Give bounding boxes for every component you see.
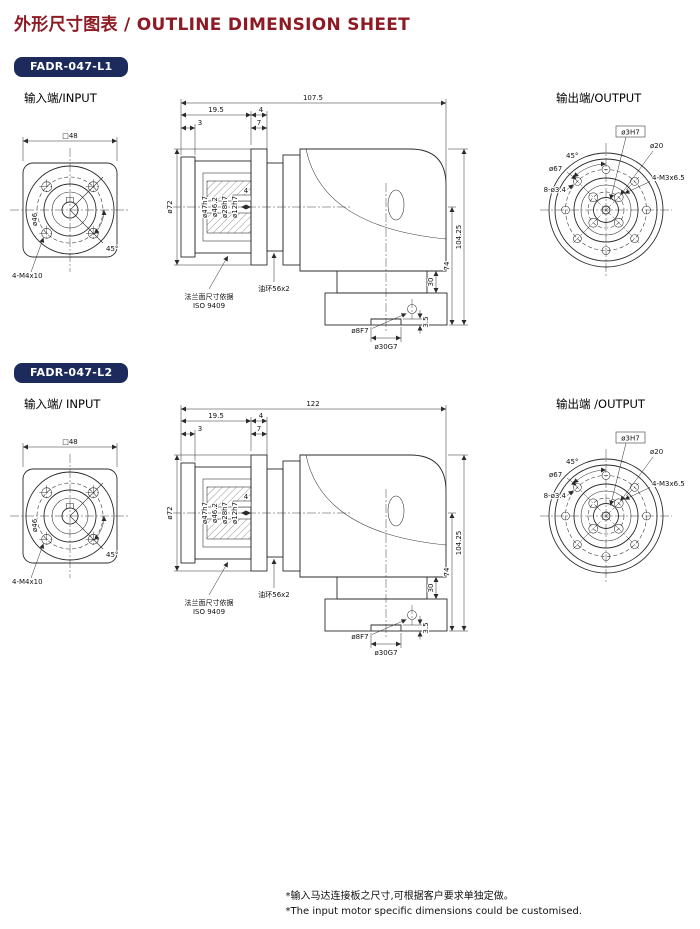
input-view: □48 ø46 4-M4x10 45° [10, 437, 130, 587]
dim-height-74: 74 [443, 567, 451, 576]
dim-total-length: 107.5 [303, 94, 323, 102]
dim-square-48: □48 [62, 438, 78, 446]
dim-3: 3 [198, 425, 202, 433]
dim-angle-45: 45° [106, 551, 118, 559]
dim-bolt-spec: 4-M4x10 [12, 578, 43, 586]
page-title: 外形尺寸图表 / OUTLINE DIMENSION SHEET [14, 15, 411, 35]
dim-bolt-circle-dia: ø46 [31, 518, 39, 532]
dim-dia-67: ø67 [549, 471, 562, 479]
dim-angle-45: 45° [566, 152, 578, 160]
side-view: 122 19.5 4 3 7 ø72 ø47h7 ø46.2 ø28h7 ø12… [165, 399, 468, 658]
gearbox-outline [180, 454, 448, 632]
dim-depth-3-5: 3.5 [422, 622, 430, 633]
output-view-label: 输出端 /OUTPUT [556, 397, 646, 411]
dim-dia-20: ø20 [650, 448, 663, 456]
dim-4: 4 [259, 412, 264, 420]
dim-holes-8-3-4: 8-ø3.4 [544, 186, 567, 194]
dim-total-length: 122 [306, 400, 319, 408]
dim-angle-45: 45° [566, 458, 578, 466]
dimension-drawing: 输入端/INPUT 输出端/OUTPUT [10, 91, 686, 352]
tapped-holes [588, 498, 624, 534]
dim-depth-3-5: 3.5 [422, 316, 430, 327]
dim-tap-spec: 4-M3x6.5 [652, 480, 685, 488]
footnote-en: *The input motor specific dimensions cou… [285, 905, 582, 917]
dim-angle-45: 45° [106, 245, 118, 253]
dim-height-104-25: 104.25 [455, 225, 463, 250]
dim-height-74: 74 [443, 261, 451, 270]
note-flange-iso-2: ISO 9409 [193, 302, 225, 310]
dim-height-30: 30 [427, 584, 435, 593]
dim-dia-30g7: ø30G7 [374, 343, 397, 351]
dim-dia-12h7: ø12h7 [231, 196, 239, 218]
input-view: □48 ø46 4-M4x10 45° [10, 131, 130, 281]
dim-4: 4 [259, 106, 264, 114]
footnote-zh: *输入马达连接板之尺寸,可根据客户要求单独定做。 [285, 891, 514, 902]
note-flange-iso-1: 法兰面尺寸依据 [185, 292, 234, 301]
note-oil-seal: 油环56x2 [258, 284, 290, 293]
dim-dia-8f7: ø8F7 [351, 633, 368, 641]
flange-bolt-holes [561, 165, 651, 255]
dim-square-48: □48 [62, 132, 78, 140]
input-view-label: 输入端/INPUT [24, 91, 98, 105]
dim-dia-28h7: ø28h7 [221, 196, 229, 218]
tapped-holes [588, 192, 624, 228]
dim-dia-47h7: ø47h7 [201, 502, 209, 524]
model-section: FADR-047-L1 输入端/INPUT 输出端/OUTPUT [0, 55, 700, 353]
dim-dowel-3h7: ø3H7 [621, 435, 639, 443]
input-view-label: 输入端/ INPUT [24, 397, 101, 411]
output-view: ø67 8-ø3.4 ø3H7 ø20 4-M3x6.5 45° [540, 125, 686, 277]
model-badge: FADR-047-L1 [14, 57, 129, 77]
dim-19-5: 19.5 [208, 412, 224, 420]
dim-dia-8f7: ø8F7 [351, 327, 368, 335]
output-view: ø67 8-ø3.4 ø3H7 ø20 4-M3x6.5 45° [540, 431, 686, 583]
input-bore-section [202, 172, 252, 242]
dim-tap-spec: 4-M3x6.5 [652, 174, 685, 182]
dim-bolt-circle-dia: ø46 [31, 212, 39, 226]
dim-dia-46-2: ø46.2 [211, 197, 219, 217]
side-view: 107.5 19.5 4 3 7 ø72 ø47h7 ø46.2 ø28h7 ø… [165, 93, 468, 352]
output-view-label: 输出端/OUTPUT [556, 91, 642, 105]
dim-dia-72: ø72 [166, 506, 174, 519]
footnotes: *输入马达连接板之尺寸,可根据客户要求单独定做。 *The input moto… [286, 890, 582, 919]
sections-container: FADR-047-L1 输入端/INPUT 输出端/OUTPUT [0, 55, 700, 659]
dim-bolt-spec: 4-M4x10 [12, 272, 43, 280]
dimension-drawing: 输入端/ INPUT 输出端 /OUTPUT [10, 397, 686, 658]
dim-dia-47h7: ø47h7 [201, 196, 209, 218]
dim-dia-20: ø20 [650, 142, 663, 150]
dim-height-104-25: 104.25 [455, 531, 463, 556]
dim-key-width: 4 [244, 493, 249, 501]
dim-7: 7 [257, 119, 261, 127]
note-oil-seal: 油环56x2 [258, 590, 290, 599]
dim-height-30: 30 [427, 278, 435, 287]
dim-dia-67: ø67 [549, 165, 562, 173]
dim-dia-12h7: ø12h7 [231, 502, 239, 524]
model-section: FADR-047-L2 输入端/ INPUT 输出端 /OUTPUT [0, 361, 700, 659]
dim-dia-46-2: ø46.2 [211, 503, 219, 523]
dim-holes-8-3-4: 8-ø3.4 [544, 492, 567, 500]
dim-3: 3 [198, 119, 202, 127]
dim-dia-28h7: ø28h7 [221, 502, 229, 524]
flange-bolt-holes [561, 471, 651, 561]
input-bore-section [202, 478, 252, 548]
note-flange-iso-2: ISO 9409 [193, 608, 225, 616]
dim-19-5: 19.5 [208, 106, 224, 114]
note-flange-iso-1: 法兰面尺寸依据 [185, 598, 234, 607]
dim-dia-72: ø72 [166, 200, 174, 213]
dim-dia-30g7: ø30G7 [374, 649, 397, 657]
dim-dowel-3h7: ø3H7 [621, 129, 639, 137]
model-badge: FADR-047-L2 [14, 363, 129, 383]
dim-7: 7 [257, 425, 261, 433]
dim-key-width: 4 [244, 187, 249, 195]
